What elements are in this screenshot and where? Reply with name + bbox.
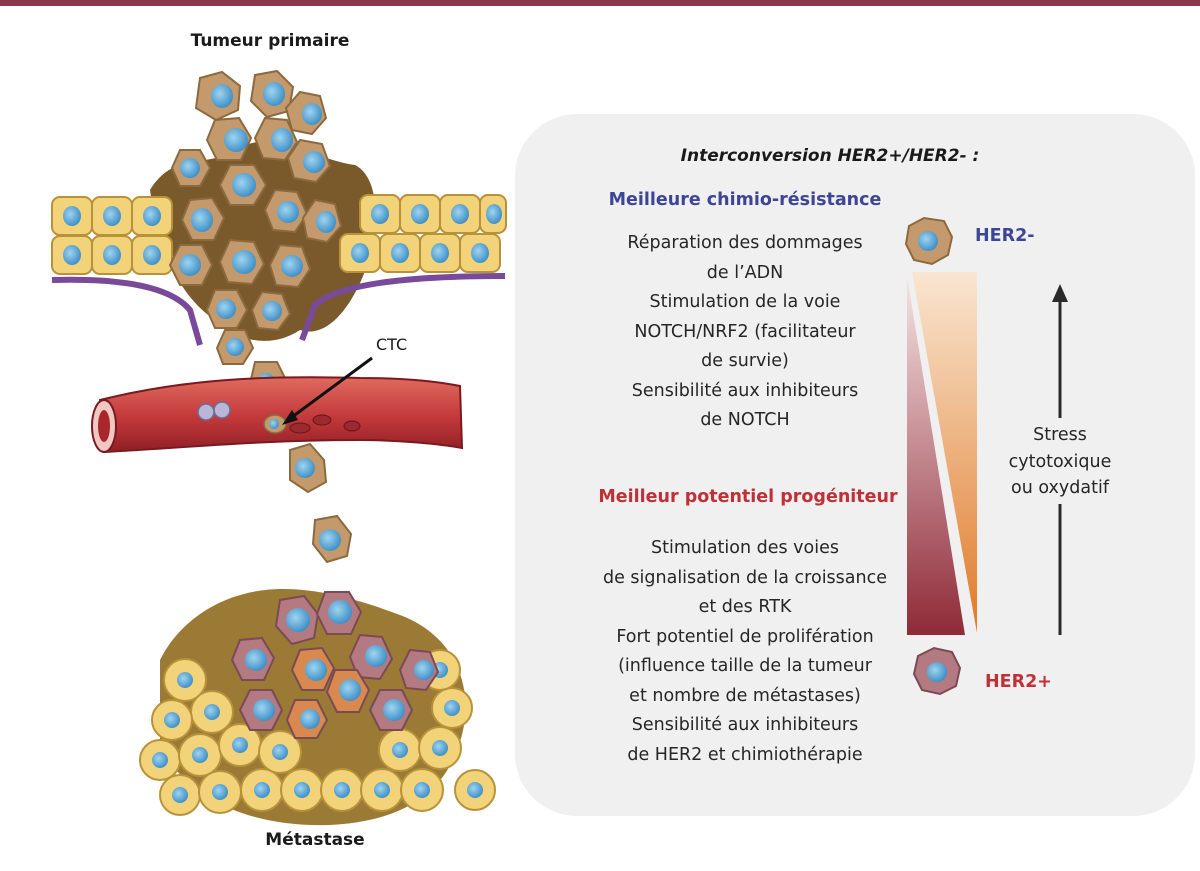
- chemo-resistance-line: NOTCH/NRF2 (facilitateur: [634, 321, 856, 342]
- her2-positive-cell-icon: [912, 646, 962, 696]
- panel-title: Interconversion HER2+/HER2- :: [680, 146, 980, 166]
- progenitor-line: Fort potentiel de prolifération: [616, 626, 874, 647]
- chemo-resistance-line: Stimulation de la voie: [649, 292, 841, 312]
- primary-tumor-cells: [168, 69, 353, 564]
- stress-line: ou oxydatif: [1011, 478, 1109, 498]
- progenitor-line: de HER2 et chimiothérapie: [627, 744, 863, 765]
- stress-line: Stress: [1033, 425, 1087, 445]
- progenitor-line: de signalisation de la croissance: [602, 567, 888, 588]
- chemo-resistance-list: Réparation des dommages de l’ADN Stimulati…: [600, 229, 890, 436]
- metastasis-label: Métastase: [265, 830, 365, 850]
- basement-membrane-left: [51, 276, 203, 346]
- tumor-illustration: [51, 69, 507, 826]
- progenitor-line: Sensibilité aux inhibiteurs: [631, 715, 859, 735]
- her2-positive-wedge: [907, 276, 965, 635]
- ctc-label: CTC: [376, 335, 408, 354]
- chemo-resistance-line: Sensibilité aux inhibiteurs: [631, 380, 859, 401]
- progenitor-line: (influence taille de la tumeur: [618, 656, 872, 676]
- her2-negative-label: HER2-: [975, 226, 1035, 246]
- primary-tumor-label: Tumeur primaire: [190, 31, 350, 51]
- normal-epithelium-left: [51, 196, 173, 275]
- progenitor-heading: Meilleur potentiel progéniteur: [598, 487, 898, 507]
- chemo-resistance-heading: Meilleure chimio-résistance: [608, 190, 882, 210]
- chemo-resistance-line: Réparation des dommages: [627, 233, 863, 253]
- stress-line: cytotoxique: [1008, 451, 1112, 472]
- normal-epithelium-right: [339, 194, 507, 273]
- top-border-bar: [0, 0, 1200, 6]
- basement-membrane-right: [299, 273, 506, 342]
- her2-negative-wedge: [912, 272, 977, 633]
- her2-negative-cell-icon: [904, 216, 954, 266]
- ctc-arrow: [287, 356, 373, 422]
- progenitor-line: Stimulation des voies: [650, 538, 839, 558]
- progenitor-list: Stimulation des voies de signalisation de…: [560, 534, 930, 770]
- blood-vessel: [91, 376, 464, 454]
- progenitor-line: et des RTK: [698, 597, 792, 617]
- chemo-resistance-line: de survie): [701, 351, 789, 371]
- her2-positive-label: HER2+: [985, 672, 1052, 692]
- progenitor-line: et nombre de métastases): [629, 685, 861, 706]
- primary-stroma: [150, 141, 376, 341]
- chemo-resistance-line: de l’ADN: [706, 262, 784, 283]
- chemo-resistance-line: de NOTCH: [700, 410, 790, 430]
- metastasis-tumor-cells: [230, 591, 440, 739]
- stress-label: Stress cytotoxique ou oxydatif: [990, 422, 1130, 502]
